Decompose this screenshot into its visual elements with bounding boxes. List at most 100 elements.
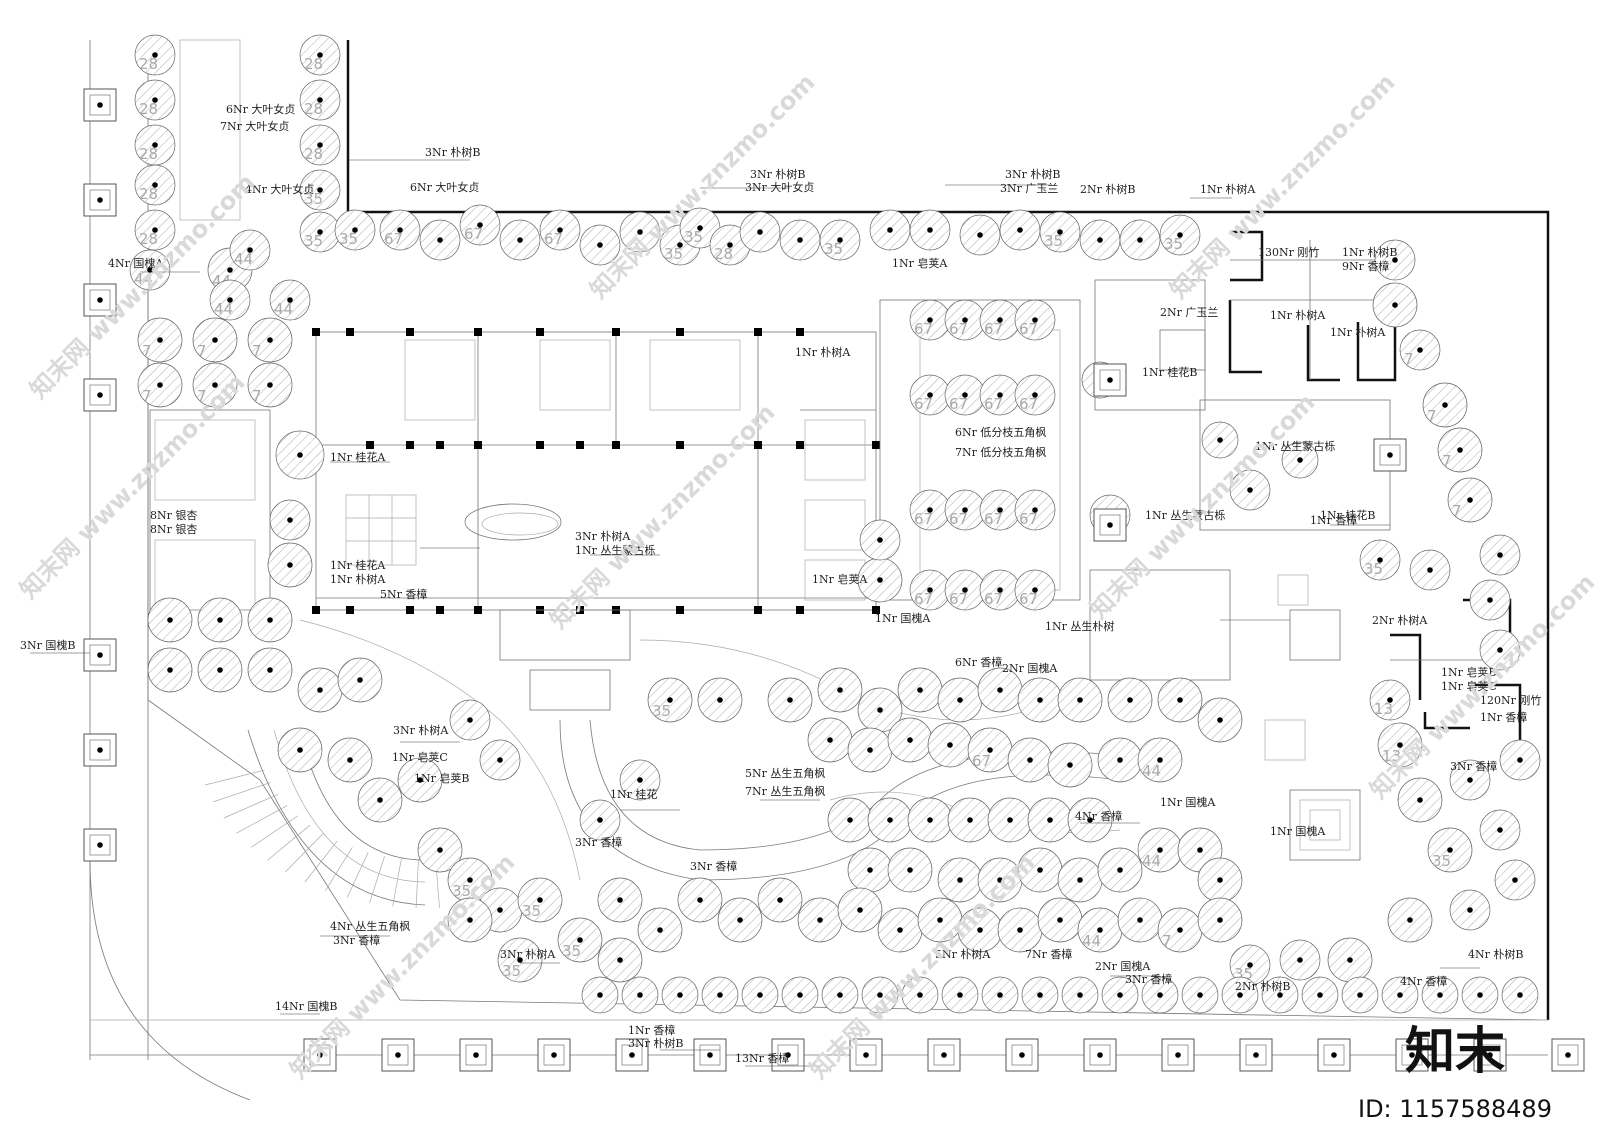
- plant-label: 1Nr 香樟: [1310, 513, 1357, 527]
- tree-canopy: [697, 677, 743, 723]
- trunk-point: [837, 237, 843, 243]
- tree-canopy: [581, 976, 619, 1014]
- trunk-point: [1392, 257, 1398, 263]
- size-mark: 7: [1452, 502, 1462, 520]
- tree-canopy: 67: [944, 569, 986, 611]
- trunk-point: [677, 992, 683, 998]
- trunk-point: [1117, 992, 1123, 998]
- tree-canopy: [1229, 469, 1271, 511]
- column: [676, 328, 684, 336]
- tree-canopy: 44: [1077, 907, 1123, 953]
- tree-pit: [1161, 1038, 1195, 1072]
- tree-canopy: [887, 717, 933, 763]
- tree-canopy: 67: [909, 569, 951, 611]
- plant-label: 1Nr 朴树A: [1330, 325, 1386, 339]
- tree-canopy: [767, 677, 813, 723]
- trunk-point: [997, 992, 1003, 998]
- size-mark: 44: [234, 250, 253, 268]
- size-mark: 7: [252, 387, 262, 405]
- tree-canopy: [1479, 809, 1521, 851]
- trunk-point: [1497, 827, 1503, 833]
- tree-canopy: 28: [134, 124, 176, 166]
- size-mark: 67: [914, 320, 933, 338]
- trunk-point: [517, 237, 523, 243]
- plant-label: 6Nr 低分枝五角枫: [955, 425, 1046, 439]
- trunk-point: [667, 697, 673, 703]
- tree-canopy: [1374, 239, 1416, 281]
- tree-canopy: [941, 976, 979, 1014]
- tree-pit: [615, 1038, 649, 1072]
- brand-watermark: 知末 ID: 1157588489: [1358, 1022, 1552, 1123]
- size-mark: 35: [522, 902, 541, 920]
- size-mark: 35: [684, 228, 703, 246]
- trunk-point: [927, 317, 933, 323]
- trunk-point: [1157, 757, 1163, 763]
- trunk-point: [1437, 992, 1443, 998]
- plant-label: 3Nr 朴树B: [1005, 167, 1060, 181]
- plant-label: 120Nr 刚竹: [1480, 693, 1541, 707]
- column: [676, 606, 684, 614]
- tree-canopy: [1279, 939, 1321, 981]
- size-mark: 44: [1142, 852, 1161, 870]
- column: [436, 606, 444, 614]
- tree-canopy: [717, 897, 763, 943]
- size-mark: 35: [652, 702, 671, 720]
- tree-canopy: [297, 667, 343, 713]
- plant-label: 1Nr 国槐A: [1160, 795, 1216, 809]
- column: [796, 606, 804, 614]
- trunk-point: [917, 687, 923, 693]
- tree-canopy: [1341, 976, 1379, 1014]
- trunk-point: [417, 777, 423, 783]
- tree-canopy: 13: [1377, 722, 1423, 768]
- tree-canopy: [677, 877, 723, 923]
- trunk-point: [927, 587, 933, 593]
- tree-canopy: [821, 976, 859, 1014]
- trunk-point: [1017, 227, 1023, 233]
- tree-canopy: [1469, 579, 1511, 621]
- size-mark: 7: [142, 387, 152, 405]
- column: [796, 441, 804, 449]
- clubhouse-building: [312, 328, 880, 614]
- trunk-point: [1197, 992, 1203, 998]
- trunk-point: [867, 867, 873, 873]
- tree-canopy: 35: [1359, 539, 1401, 581]
- label-leaders: [30, 159, 1480, 1067]
- tree-canopy: 44: [209, 279, 251, 321]
- tree-canopy: 67: [944, 374, 986, 416]
- trunk-point: [152, 227, 158, 233]
- tree-canopy: [959, 214, 1001, 256]
- tree-canopy: [1372, 282, 1418, 328]
- tree-canopy: [1107, 677, 1153, 723]
- trunk-point: [1087, 817, 1093, 823]
- trunk-point: [1217, 437, 1223, 443]
- size-mark: 67: [984, 590, 1003, 608]
- plant-label: 3Nr 国槐B: [20, 638, 75, 652]
- trunk-point: [1217, 717, 1223, 723]
- size-mark: 35: [304, 232, 323, 250]
- size-mark: 28: [714, 245, 733, 263]
- tree-pit: [1093, 363, 1127, 397]
- trunk-point: [717, 697, 723, 703]
- trunk-point: [1387, 697, 1393, 703]
- size-mark: 28: [139, 230, 158, 248]
- tree-canopy: [887, 847, 933, 893]
- size-mark: 67: [984, 320, 1003, 338]
- trunk-point: [317, 229, 323, 235]
- plant-label: 4Nr 国槐A: [108, 256, 164, 270]
- plant-label: 8Nr 银杏: [150, 508, 197, 522]
- tree-canopy: [1079, 219, 1121, 261]
- size-mark: 7: [1442, 452, 1452, 470]
- tree-canopy: [1409, 549, 1451, 591]
- size-mark: 67: [1019, 395, 1038, 413]
- trunk-point: [1097, 237, 1103, 243]
- trunk-point: [787, 697, 793, 703]
- plant-label: 1Nr 皂荚C: [392, 750, 448, 764]
- trunk-point: [317, 142, 323, 148]
- tree-canopy: [419, 219, 461, 261]
- column: [474, 441, 482, 449]
- size-mark: 7: [197, 387, 207, 405]
- trunk-point: [1467, 497, 1473, 503]
- plant-label: 7Nr 低分枝五角枫: [955, 445, 1046, 459]
- tree-canopy: [1261, 976, 1299, 1014]
